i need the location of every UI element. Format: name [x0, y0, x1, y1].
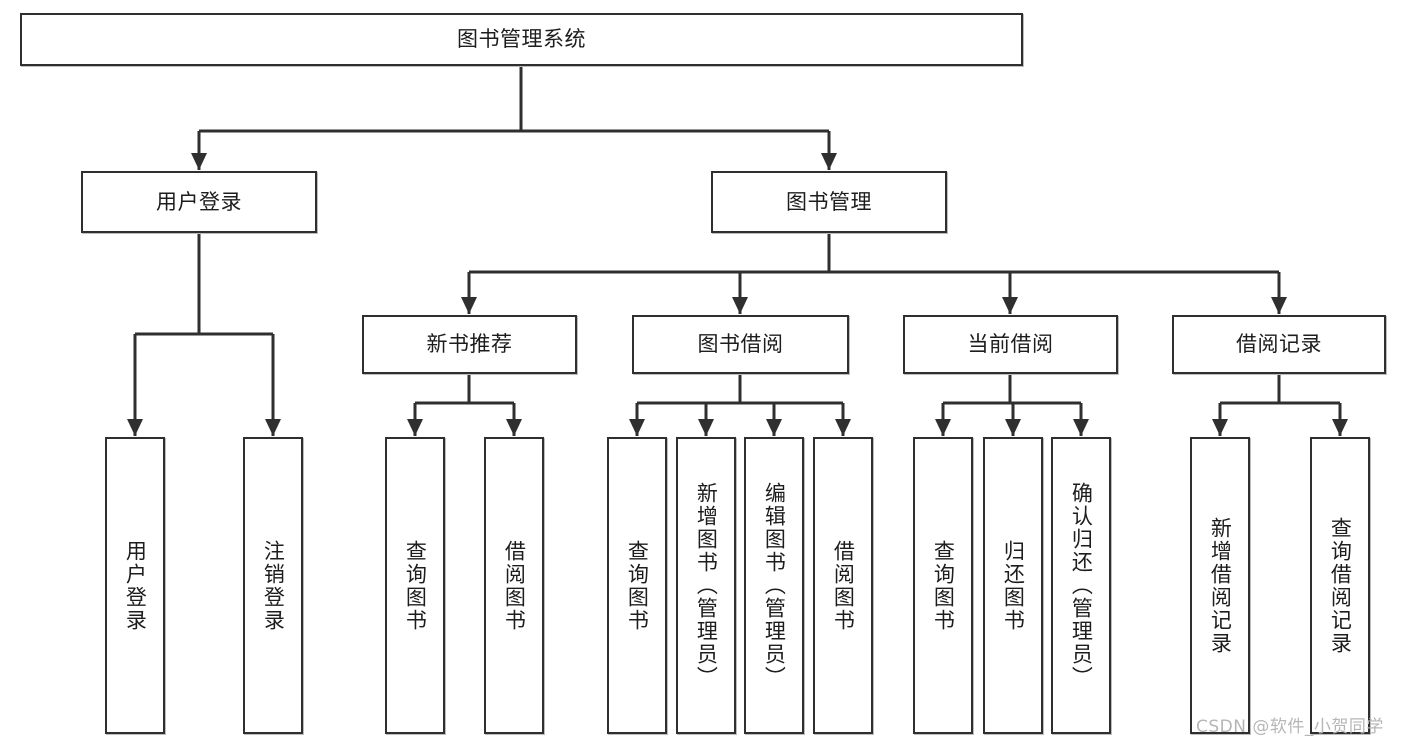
arrowhead-root-to-level2-1 — [821, 153, 837, 170]
node-leaf-borrow-book-1[interactable]: 借阅图书 — [484, 437, 544, 734]
node-label-book-manage: 图书管理 — [786, 189, 872, 214]
node-leaf-add-book[interactable]: 新增图书（管理员） — [676, 437, 736, 734]
node-label-new-book-rec: 新书推荐 — [426, 332, 513, 357]
node-leaf-query-book-2[interactable]: 查询图书 — [607, 437, 667, 734]
node-leaf-user-login[interactable]: 用户登录 — [105, 437, 165, 734]
arrowhead-current-borrow-to-leaves-1 — [1005, 419, 1021, 436]
node-label-leaf-user-login: 用户登录 — [123, 539, 148, 632]
arrowhead-book-manage-to-level3-0 — [461, 297, 477, 314]
node-leaf-query-book-3[interactable]: 查询图书 — [913, 437, 973, 734]
node-label-leaf-add-record: 新增借阅记录 — [1208, 516, 1233, 655]
node-new-book-rec[interactable]: 新书推荐 — [362, 315, 577, 374]
arrowhead-new-book-rec-to-leaves-0 — [407, 419, 423, 436]
arrowhead-book-borrow-to-leaves-3 — [835, 419, 851, 436]
node-label-leaf-query-book-1: 查询图书 — [403, 539, 428, 632]
node-label-leaf-return-book: 归还图书 — [1001, 539, 1026, 632]
node-label-book-borrow: 图书借阅 — [697, 332, 784, 357]
arrowhead-borrow-record-to-leaves-0 — [1212, 419, 1228, 436]
node-label-leaf-borrow-book-1: 借阅图书 — [502, 539, 527, 632]
arrowhead-user-login-to-leaves-0 — [127, 419, 143, 436]
node-label-leaf-edit-book: 编辑图书（管理员） — [762, 482, 787, 689]
arrowhead-new-book-rec-to-leaves-1 — [506, 419, 522, 436]
node-label-borrow-record: 借阅记录 — [1236, 332, 1322, 357]
arrowhead-book-borrow-to-leaves-1 — [698, 419, 714, 436]
arrowhead-root-to-level2-0 — [191, 153, 207, 170]
node-leaf-add-record[interactable]: 新增借阅记录 — [1190, 437, 1250, 734]
node-label-current-borrow: 当前借阅 — [967, 332, 1054, 357]
arrowhead-borrow-record-to-leaves-1 — [1332, 419, 1348, 436]
arrowhead-book-manage-to-level3-2 — [1002, 297, 1018, 314]
node-leaf-edit-book[interactable]: 编辑图书（管理员） — [744, 437, 804, 734]
node-label-leaf-add-book: 新增图书（管理员） — [694, 482, 719, 689]
arrowhead-book-borrow-to-leaves-0 — [629, 419, 645, 436]
arrowhead-book-borrow-to-leaves-2 — [766, 419, 782, 436]
node-leaf-confirm-return[interactable]: 确认归还（管理员） — [1051, 437, 1111, 734]
arrowhead-book-manage-to-level3-3 — [1271, 297, 1287, 314]
arrowhead-user-login-to-leaves-1 — [265, 419, 281, 436]
node-label-leaf-query-book-2: 查询图书 — [625, 539, 650, 632]
node-current-borrow[interactable]: 当前借阅 — [903, 315, 1118, 374]
node-label-leaf-confirm-return: 确认归还（管理员） — [1069, 482, 1094, 689]
node-user-login[interactable]: 用户登录 — [81, 171, 317, 233]
arrowhead-current-borrow-to-leaves-2 — [1073, 419, 1089, 436]
node-label-leaf-logout: 注销登录 — [261, 539, 286, 632]
arrowhead-current-borrow-to-leaves-0 — [935, 419, 951, 436]
node-leaf-query-book-1[interactable]: 查询图书 — [385, 437, 445, 734]
node-leaf-borrow-book-2[interactable]: 借阅图书 — [813, 437, 873, 734]
node-book-borrow[interactable]: 图书借阅 — [632, 315, 849, 374]
node-label-user-login: 用户登录 — [156, 189, 242, 214]
node-label-leaf-query-book-3: 查询图书 — [931, 539, 956, 632]
node-leaf-query-record[interactable]: 查询借阅记录 — [1310, 437, 1370, 734]
node-root[interactable]: 图书管理系统 — [20, 13, 1023, 66]
node-label-leaf-query-record: 查询借阅记录 — [1328, 516, 1353, 655]
arrowhead-book-manage-to-level3-1 — [732, 297, 748, 314]
node-leaf-return-book[interactable]: 归还图书 — [983, 437, 1043, 734]
node-borrow-record[interactable]: 借阅记录 — [1172, 315, 1386, 374]
node-leaf-logout[interactable]: 注销登录 — [243, 437, 303, 734]
node-label-root: 图书管理系统 — [457, 27, 586, 52]
node-book-manage[interactable]: 图书管理 — [711, 171, 947, 233]
node-label-leaf-borrow-book-2: 借阅图书 — [831, 539, 856, 632]
watermark: CSDN @软件_小贺同学 — [1196, 717, 1384, 737]
